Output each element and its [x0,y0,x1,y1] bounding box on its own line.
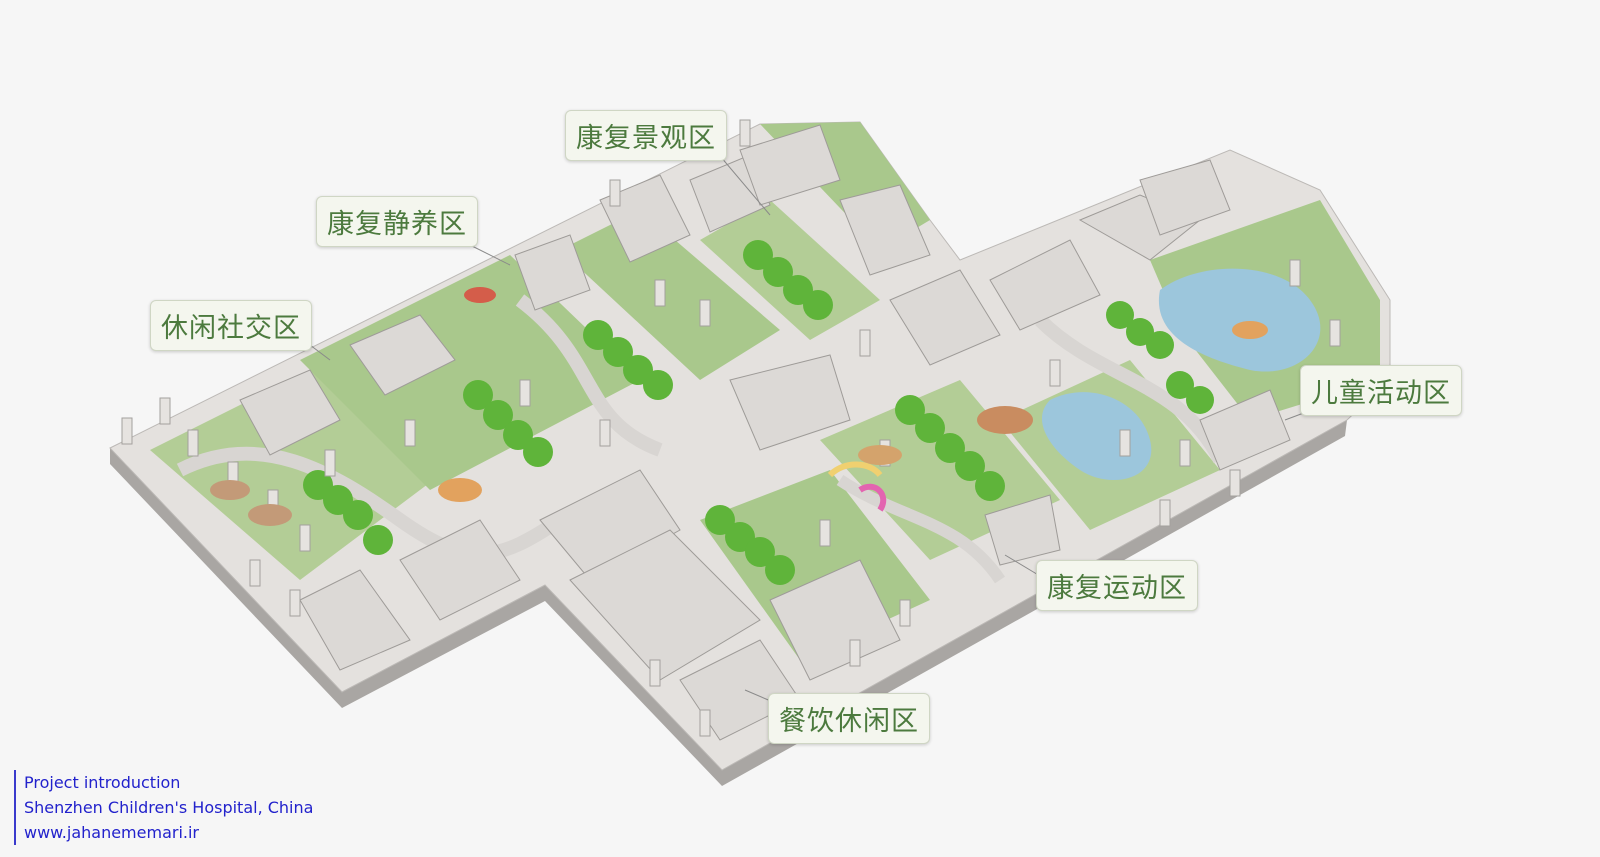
water-play-2 [1041,392,1152,480]
caption-project: Shenzhen Children's Hospital, China [24,798,314,817]
caption-block: Project introduction Shenzhen Children's… [14,770,313,845]
play-pink-arc [858,483,887,512]
path-curve-4 [836,475,1005,584]
play-red [464,287,496,303]
zone-label-recovery-quiet: 康复静养区 [316,196,478,247]
sculpture-right [977,406,1033,434]
sculpture-left-1 [210,480,250,500]
water-play [1158,268,1321,372]
zone-label-dining-leisure: 餐饮休闲区 [768,693,930,744]
columns [121,119,1341,737]
path-curve-3 [1035,315,1227,464]
tree-row-4 [743,240,833,320]
tree-row-6 [705,505,795,585]
caption-title: Project introduction [24,773,181,792]
tree-row-3 [583,320,673,400]
sculpture-left-2 [248,504,292,526]
sculpture-center [858,445,902,465]
tree-row-2 [463,380,553,467]
lawn-landscape-1 [560,210,780,380]
zone-label-leisure-social: 休闲社交区 [150,300,312,351]
path-curve-1 [176,446,564,561]
path-curve-2 [515,294,663,457]
lawn-quiet [300,255,640,490]
play-yellow-arc [827,461,883,478]
zone-label-children-activity: 儿童活动区 [1300,365,1462,416]
tree-row-5 [895,395,1005,501]
zone-label-recovery-landscape: 康复景观区 [565,110,727,161]
play-orange-1 [438,478,482,502]
tree-row-7 [1106,301,1214,414]
caption-website: www.jahanememari.ir [24,823,200,842]
tree-row-1 [303,470,393,555]
zone-label-recovery-exercise: 康复运动区 [1036,560,1198,611]
building-blocks [239,124,1291,741]
play-orange-2 [1232,321,1268,339]
